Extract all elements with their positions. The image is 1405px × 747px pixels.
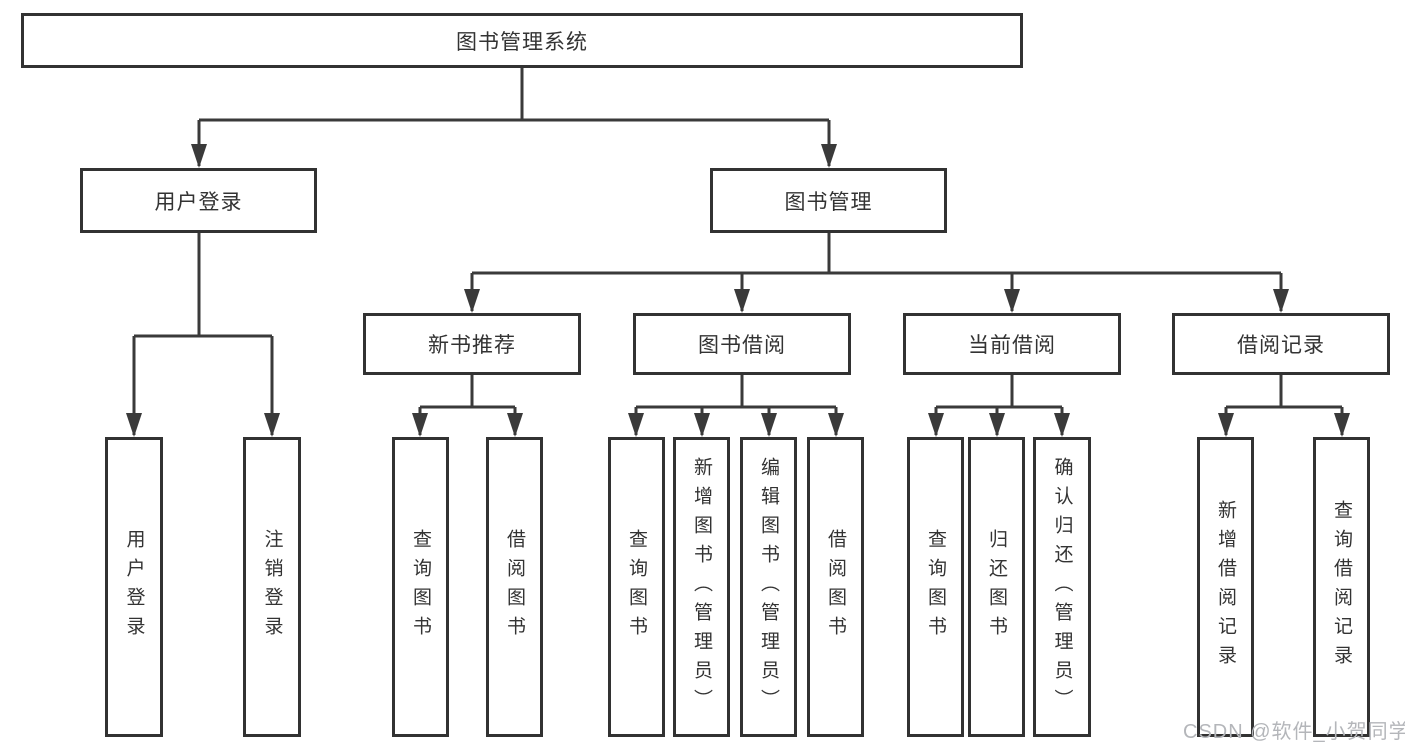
arrowhead-icons	[126, 144, 1350, 437]
node-book-borrowing: 图书借阅	[633, 313, 851, 375]
node-label: 图书管理系统	[456, 30, 588, 54]
node-book-management: 图书管理	[710, 168, 947, 233]
node-label: 注销登录	[261, 529, 283, 645]
node-borrowing-records: 借阅记录	[1172, 313, 1390, 375]
leaf-query-books-current: 查询图书	[907, 437, 964, 737]
node-label: 新书推荐	[428, 334, 516, 357]
node-label: 查询借阅记录	[1331, 500, 1352, 674]
leaf-query-books-recommend: 查询图书	[392, 437, 449, 737]
node-user-login: 用户登录	[80, 168, 317, 233]
node-label: 归还图书	[986, 529, 1007, 645]
leaf-query-borrow-record: 查询借阅记录	[1313, 437, 1370, 737]
leaf-add-books-admin: 新增图书（管理员）	[673, 437, 730, 737]
node-new-book-recommend: 新书推荐	[363, 313, 581, 375]
node-label: 确认归还（管理员）	[1051, 456, 1073, 718]
node-label: 用户登录	[154, 190, 243, 214]
leaf-borrow-books-recommend: 借阅图书	[486, 437, 543, 737]
leaf-query-books-borrow: 查询图书	[608, 437, 665, 737]
node-label: 查询图书	[626, 529, 647, 645]
node-label: 借阅记录	[1237, 334, 1325, 357]
leaf-confirm-return-admin: 确认归还（管理员）	[1033, 437, 1091, 737]
node-label: 图书借阅	[698, 334, 786, 357]
node-label: 借阅图书	[825, 529, 846, 645]
csdn-watermark: CSDN @软件_小贺同学	[1183, 721, 1405, 743]
node-label: 借阅图书	[504, 529, 525, 645]
node-label: 编辑图书（管理员）	[758, 456, 779, 718]
node-current-borrowing: 当前借阅	[903, 313, 1121, 375]
node-label: 新增借阅记录	[1215, 500, 1236, 674]
node-label: 图书管理	[784, 190, 873, 214]
leaf-edit-books-admin: 编辑图书（管理员）	[740, 437, 797, 737]
node-library-management-system: 图书管理系统	[21, 13, 1023, 68]
node-label: 当前借阅	[968, 334, 1056, 357]
node-label: 查询图书	[925, 529, 946, 645]
leaf-return-books: 归还图书	[968, 437, 1025, 737]
node-label: 新增图书（管理员）	[691, 456, 712, 718]
node-label: 查询图书	[410, 529, 431, 645]
leaf-add-borrow-record: 新增借阅记录	[1197, 437, 1254, 737]
node-label: 用户登录	[123, 529, 145, 645]
leaf-user-login: 用户登录	[105, 437, 163, 737]
leaf-borrow-books: 借阅图书	[807, 437, 864, 737]
leaf-logout: 注销登录	[243, 437, 301, 737]
